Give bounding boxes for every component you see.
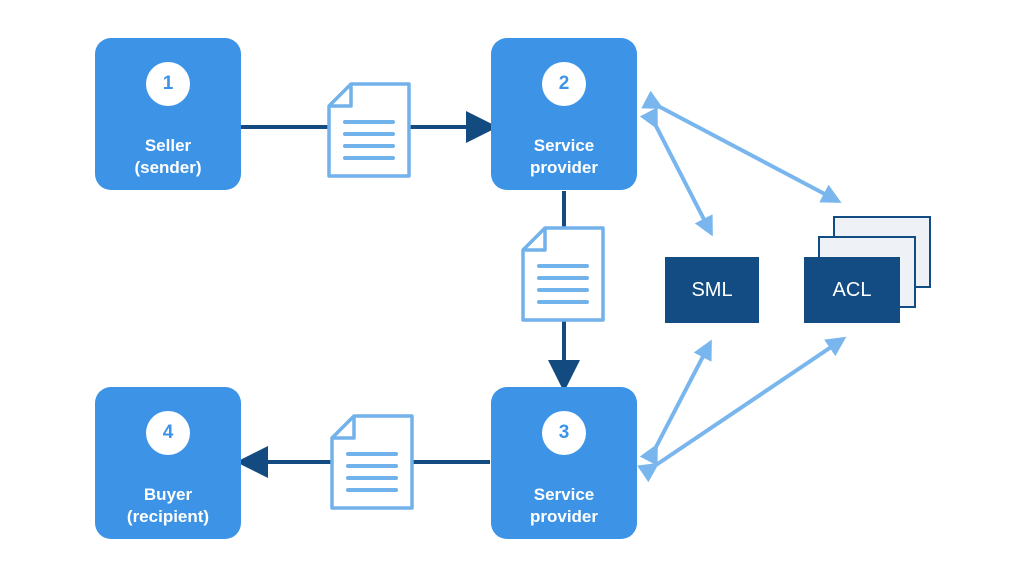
node-subtitle: provider	[529, 507, 599, 526]
step-number-badge: 4	[146, 411, 190, 455]
step-number-badge: 3	[542, 411, 586, 455]
node-subtitle: (sender)	[134, 158, 202, 177]
node-label: Service provider	[491, 484, 637, 528]
link-provider3-sml	[639, 339, 712, 466]
step-number-badge: 2	[542, 62, 586, 106]
step-number-badge: 1	[146, 62, 190, 106]
sml-registry-box: SML	[665, 257, 759, 323]
receiver-service-provider-node: 3 Service provider	[491, 387, 637, 539]
seller-node: 1 Seller (sender)	[95, 38, 241, 190]
link-provider2-sml	[639, 107, 713, 237]
acl-registry-box: ACL	[804, 257, 900, 323]
node-label: Service provider	[491, 135, 637, 179]
document-icon	[327, 82, 411, 178]
buyer-node: 4 Buyer (recipient)	[95, 387, 241, 539]
node-subtitle: provider	[529, 158, 599, 177]
node-label: Seller (sender)	[95, 135, 241, 179]
sender-service-provider-node: 2 Service provider	[491, 38, 637, 190]
node-title: Service	[533, 485, 595, 504]
node-label: Buyer (recipient)	[95, 484, 241, 528]
node-title: Buyer	[143, 485, 193, 504]
node-title: Seller	[144, 136, 192, 155]
node-title: Service	[533, 136, 595, 155]
sml-label: SML	[691, 279, 733, 301]
link-provider3-acl	[637, 336, 847, 483]
acl-label: ACL	[832, 279, 872, 301]
document-icon	[521, 226, 605, 322]
document-icon	[330, 414, 414, 510]
node-subtitle: (recipient)	[126, 507, 210, 526]
